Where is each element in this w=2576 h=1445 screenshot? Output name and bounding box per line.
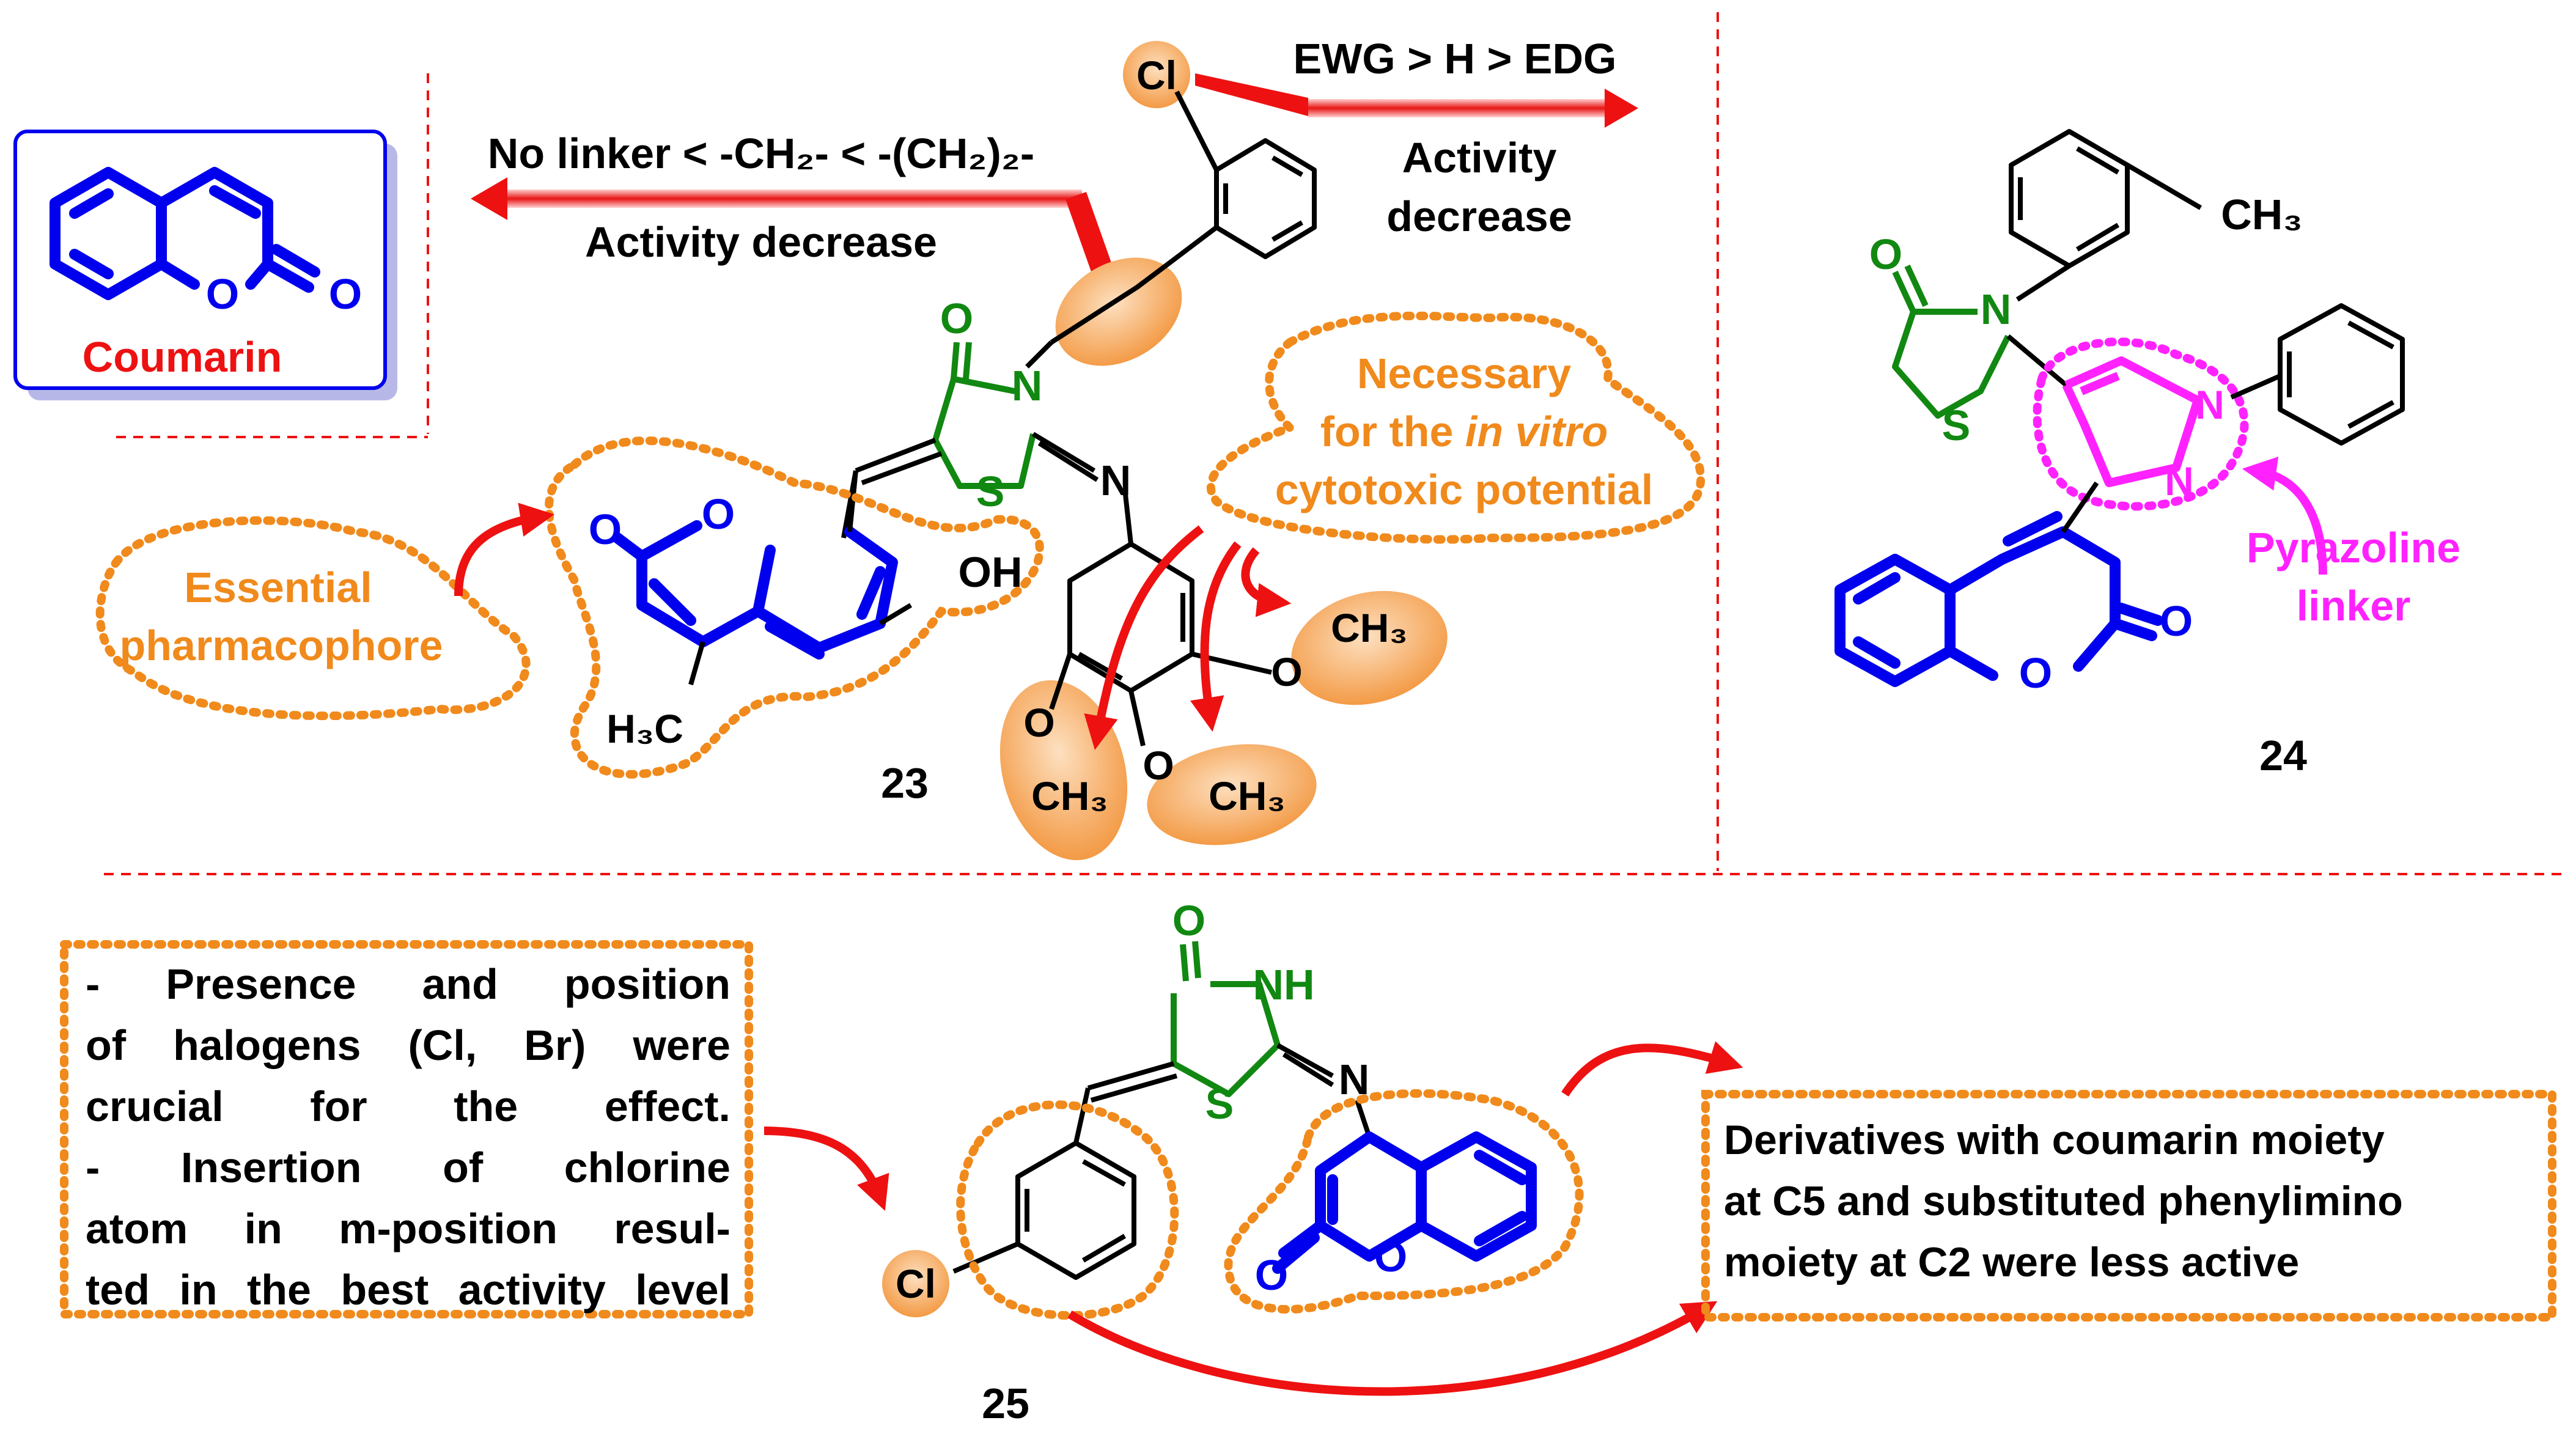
s-ring-25: S	[1205, 1080, 1234, 1128]
ome-right-ch3: CH₃	[1331, 605, 1408, 650]
essential-dotted-cloud	[95, 516, 531, 721]
compound-24: CH₃ O N S N N	[1834, 129, 2460, 779]
essential-line2: pharmacophore	[120, 622, 443, 669]
oh-23: OH	[959, 548, 1023, 596]
coumarin-dotted-outline-25	[1224, 1089, 1584, 1314]
ome-mid-ch3: CH₃	[1209, 773, 1286, 818]
compound-25: O NH S N Cl O O	[764, 897, 1743, 1427]
cl-label-25: Cl	[896, 1261, 936, 1306]
halogen-line: crucial for the effect.	[86, 1083, 730, 1130]
ome-mid-o: O	[1143, 743, 1174, 788]
compound-23: Cl O N S N O CH₃ O CH	[95, 41, 1706, 861]
ome-mid-highlight	[1147, 744, 1317, 845]
pyrazoline-dotted-outline	[2033, 337, 2249, 511]
cl-highlight-23	[1123, 41, 1190, 108]
separators	[104, 12, 2567, 875]
h3c-23: H₃C	[606, 706, 683, 751]
necessary-line2: for the in vitro	[1320, 408, 1608, 455]
ome-right-highlight	[1291, 590, 1448, 705]
necessary-line3: cytotoxic potential	[1275, 466, 1653, 513]
compound-24-number: 24	[2259, 732, 2307, 779]
halogen-line: - Presence and position	[86, 960, 730, 1008]
derivatives-box-text: Derivatives with coumarin moiety at C5 a…	[1724, 1109, 2537, 1293]
coumarin-o-carbonyl: O	[329, 270, 362, 318]
pyrazoline-line2: linker	[2297, 582, 2411, 630]
halogen-box-text: - Presence and position of halogens (Cl,…	[86, 954, 730, 1320]
o-top-25: O	[1172, 897, 1205, 944]
o-carbonyl-25: O	[1255, 1251, 1288, 1299]
n-pyrazoline-1: N	[2195, 382, 2225, 427]
cl-label-23: Cl	[1136, 53, 1177, 98]
linker-order-label: No linker < -CH₂- < -(CH₂)₂-	[488, 130, 1034, 177]
necessary-line2-pre: for the	[1320, 408, 1465, 455]
coumarin-dotted-outline-23	[545, 436, 1044, 779]
essential-line1: Essential	[184, 564, 372, 611]
necessary-line2-italic: in vitro	[1465, 408, 1608, 455]
ome-left-ch3: CH₃	[1031, 773, 1108, 818]
halogen-line: atom in m-position resul-	[86, 1205, 730, 1252]
ch3-24: CH₃	[2221, 191, 2302, 238]
halogen-line: - Insertion of chlorine	[86, 1144, 730, 1191]
linker-highlight	[1055, 257, 1182, 366]
n-ring-24: N	[1981, 285, 2012, 333]
halogen-box	[60, 940, 753, 1318]
necessary-dotted-cloud	[1207, 311, 1706, 544]
o-ring-25: O	[1374, 1233, 1407, 1281]
o-carbonyl-23: O	[589, 506, 622, 553]
s-ring-23: S	[976, 468, 1005, 515]
halogen-line: of halogens (Cl, Br) were	[86, 1021, 730, 1069]
pyrazoline-line1: Pyrazoline	[2247, 524, 2460, 572]
o-top-23: O	[940, 295, 973, 342]
coumarin-o-ring: O	[206, 270, 239, 318]
chlorophenyl-dotted-outline	[956, 1100, 1179, 1320]
ome-left-highlight	[999, 680, 1128, 861]
derivatives-box	[1701, 1090, 2556, 1322]
necessary-line1: Necessary	[1357, 350, 1571, 397]
compound-25-number: 25	[982, 1380, 1029, 1427]
top-right-sar: EWG > H > EDG Activity decrease	[1195, 35, 1638, 240]
ewg-order-label: EWG > H > EDG	[1294, 35, 1617, 83]
compound-23-number: 23	[881, 759, 929, 807]
ewg-activity-line2: decrease	[1386, 193, 1572, 240]
n-pyrazoline-2: N	[2165, 458, 2194, 504]
linker-activity-label: Activity decrease	[585, 218, 937, 266]
n-imino-23: N	[1100, 457, 1132, 504]
ewg-activity-line1: Activity	[1402, 134, 1557, 182]
n-ring-23: N	[1012, 362, 1043, 410]
top-left-sar: No linker < -CH₂- < -(CH₂)₂- Activity de…	[471, 130, 1120, 295]
coumarin-box: O O Coumarin	[13, 130, 397, 400]
ome-right-o: O	[1271, 649, 1302, 694]
cl-highlight-25	[882, 1250, 949, 1317]
halogen-line: ted in the best activity level	[86, 1266, 730, 1314]
ome-left-o: O	[1023, 700, 1054, 745]
derivatives-line: moiety at C2 were less active	[1724, 1239, 2300, 1285]
derivatives-line: at C5 and substituted phenylimino	[1724, 1178, 2403, 1224]
o-carbonyl-24: O	[2160, 597, 2193, 645]
o-ring-24: O	[2019, 649, 2052, 697]
nh-25: NH	[1253, 961, 1314, 1009]
o-ring-23: O	[702, 490, 735, 538]
o-top-24: O	[1869, 230, 1902, 278]
s-ring-24: S	[1942, 402, 1971, 449]
derivatives-line: Derivatives with coumarin moiety	[1724, 1117, 2385, 1163]
coumarin-label: Coumarin	[83, 333, 282, 381]
